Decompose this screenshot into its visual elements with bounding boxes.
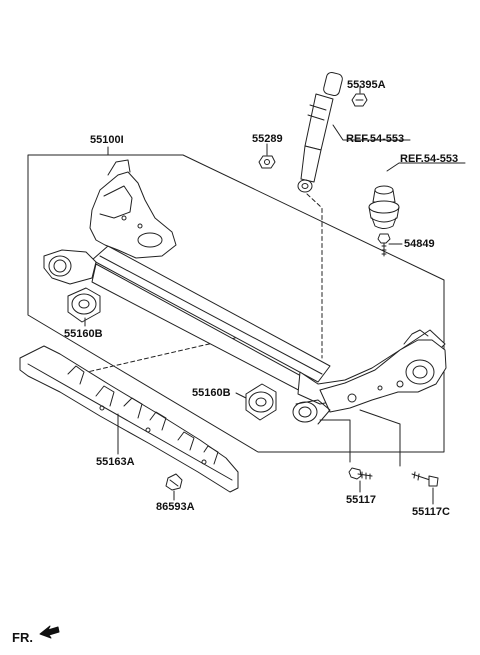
leader-55160B-mid <box>235 392 247 399</box>
assembly-outline <box>27 154 445 453</box>
bolt-55117C <box>411 471 439 487</box>
label-55160B-mid: 55160B <box>192 387 231 399</box>
front-arrow-icon <box>39 625 60 639</box>
bolt-55117 <box>348 467 373 480</box>
nut-55289 <box>258 155 276 169</box>
label-55163A: 55163A <box>96 456 135 468</box>
label-55395A: 55395A <box>347 79 386 91</box>
label-54849: 54849 <box>404 238 435 250</box>
bolt-54849 <box>377 233 391 257</box>
label-ref-bump: REF.54-553 <box>400 153 459 165</box>
leader-55117C-group <box>359 409 401 467</box>
label-front: FR. <box>12 630 33 645</box>
leader-55117-group <box>319 419 351 463</box>
right-trailing-arm <box>319 329 447 413</box>
label-ref-shock: REF.54-553 <box>346 133 405 145</box>
left-trailing-arm <box>43 159 177 285</box>
right-arm-bushing-housing <box>292 399 331 425</box>
shock-absorber <box>297 71 343 193</box>
under-cover-55163A <box>19 345 239 493</box>
nut-55395A <box>351 93 368 107</box>
label-55117: 55117 <box>346 494 376 506</box>
leader-ref-shock <box>332 124 411 141</box>
label-55289: 55289 <box>252 133 283 145</box>
label-86593A: 86593A <box>156 501 195 513</box>
bushing-left-55160B <box>67 287 101 323</box>
bushing-mid-55160B <box>245 383 277 421</box>
label-55100I: 55100I <box>90 134 124 146</box>
label-55160B-left: 55160B <box>64 328 103 340</box>
dash-shock-to-beam <box>306 193 323 359</box>
bump-stopper <box>368 185 400 229</box>
clip-86593A <box>165 473 183 491</box>
label-55117C: 55117C <box>412 506 450 518</box>
leader-ref-bump <box>386 162 466 172</box>
